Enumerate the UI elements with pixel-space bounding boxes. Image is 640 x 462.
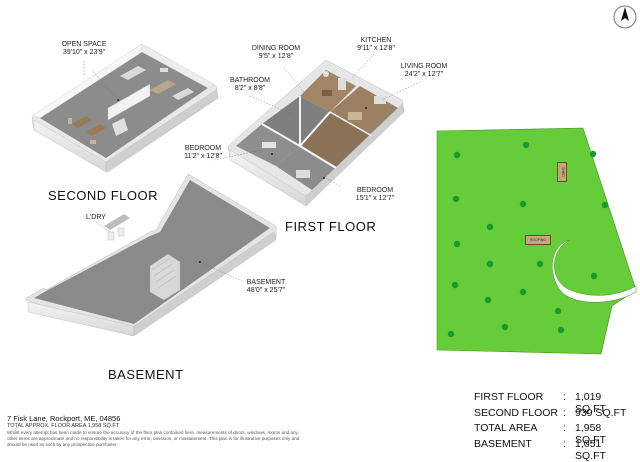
area-label: BASEMENT	[474, 437, 532, 450]
area-label: FIRST FLOOR	[474, 391, 544, 403]
room-name: BASEMENT	[246, 279, 286, 286]
room-dims: 39'10" x 23'9"	[62, 49, 106, 56]
roofing-tag-label: ROOFING	[529, 238, 547, 242]
room-name: LIVING ROOM	[400, 63, 448, 70]
area-value: 1,958 SQ.FT	[575, 422, 606, 446]
room-dims: 48'0" x 25'7"	[246, 287, 286, 294]
room-name: DINING ROOM	[251, 45, 301, 52]
room-label-kitchen: KITCHEN 9'11" x 12'8"	[348, 37, 404, 53]
area-label: SECOND FLOOR	[474, 406, 559, 419]
shed-tag-label: SHED	[560, 167, 565, 177]
area-row-basement: BASEMENT : 1,051 SQ.FT	[474, 437, 634, 462]
room-label-bedroom-1: BEDROOM 11'2" x 12'8"	[176, 145, 230, 161]
disclaimer-text: Whilst every attempt has been made to en…	[7, 430, 300, 447]
room-dims: 8'2" x 8'8"	[234, 85, 266, 92]
room-dims: 11'2" x 12'8"	[184, 153, 222, 160]
room-label-laundry: L'DRY	[80, 214, 112, 222]
area-row-total-area: TOTAL AREA : 1,958 SQ.FT	[474, 422, 634, 446]
first-floor-plan	[213, 53, 421, 207]
room-label-bathroom: BATHROOM 8'2" x 8'8"	[224, 77, 276, 93]
area-row-second-floor: SECOND FLOOR : 939 SQ.FT	[474, 407, 634, 423]
room-label-bedroom-2: BEDROOM 15'1" x 12'7"	[347, 187, 403, 203]
room-name: KITCHEN	[360, 37, 392, 44]
area-value: 1,019 SQ.FT	[575, 391, 606, 415]
room-name: L'DRY	[86, 214, 106, 221]
shed-tag: SHED	[557, 162, 567, 182]
area-summary-table: FIRST FLOOR : 1,019 SQ.FT SECOND FLOOR :…	[474, 391, 634, 462]
roofing-tag: ROOFING	[525, 235, 551, 245]
compass-icon	[613, 5, 637, 29]
room-label-basement: BASEMENT 48'0" x 25'7"	[238, 279, 294, 295]
total-approx-area: TOTAL APPROX. FLOOR AREA 1,958 SQ.FT	[7, 423, 120, 429]
room-dims: 9'5" x 12'8"	[258, 53, 294, 60]
first-floor-title: FIRST FLOOR	[285, 219, 377, 234]
property-address: 7 Fisk Lane, Rockport, ME, 04856	[7, 414, 121, 423]
area-colon: :	[563, 437, 566, 450]
room-label-living-room: LIVING ROOM 24'2" x 12'7"	[394, 63, 454, 79]
tree-markers	[447, 141, 609, 338]
area-colon: :	[563, 391, 566, 403]
area-colon: :	[563, 422, 566, 434]
room-name: OPEN SPACE	[61, 41, 107, 48]
basement-plan	[25, 173, 277, 337]
basement-title: BASEMENT	[108, 367, 184, 382]
room-name: BEDROOM	[184, 145, 222, 152]
room-name: BEDROOM	[356, 187, 394, 194]
second-floor-plan	[31, 43, 219, 173]
area-label: TOTAL AREA	[474, 422, 538, 434]
room-label-dining-room: DINING ROOM 9'5" x 12'8"	[247, 45, 305, 61]
room-dims: 15'1" x 12'7"	[355, 195, 395, 202]
room-dims: 9'11" x 12'8"	[357, 45, 395, 52]
area-colon: :	[563, 406, 566, 419]
second-floor-title: SECOND FLOOR	[48, 188, 159, 203]
area-value: 1,051 SQ.FT	[575, 437, 606, 462]
room-label-open-space: OPEN SPACE 39'10" x 23'9"	[52, 41, 116, 57]
area-value: 939 SQ.FT	[575, 406, 627, 419]
room-dims: 24'2" x 12'7"	[404, 71, 444, 78]
area-row-first-floor: FIRST FLOOR : 1,019 SQ.FT	[474, 391, 634, 415]
room-name: BATHROOM	[230, 77, 270, 84]
